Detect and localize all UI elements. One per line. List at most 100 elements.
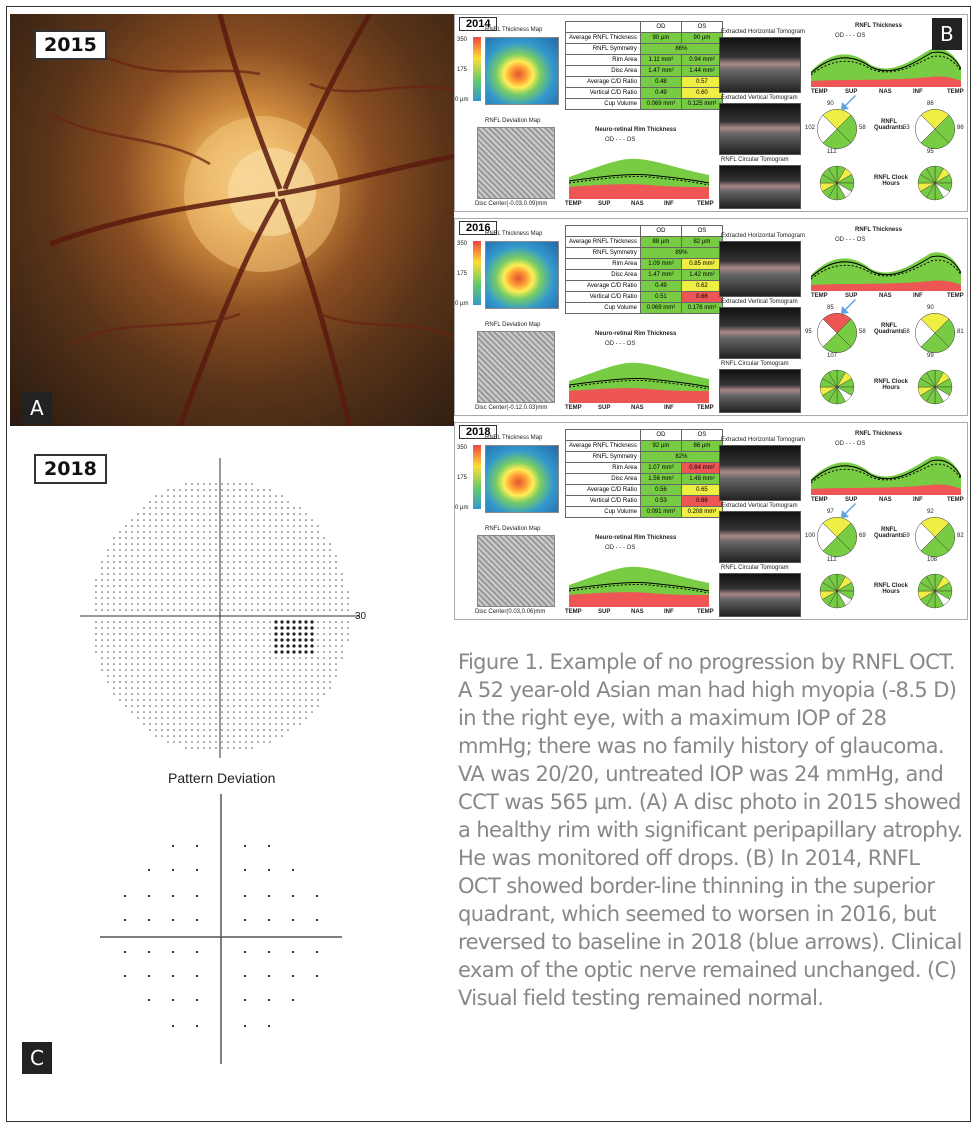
row-value-os: 0.85 mm²	[680, 258, 723, 270]
row-value-os: 0.57	[680, 76, 723, 88]
clock-hours-label: RNFL Clock Hours	[874, 175, 908, 187]
rnfl-axis-label: TEMP	[947, 497, 964, 503]
row-value-od: 1.56 mm²	[639, 473, 682, 485]
scale-mid-label: 175	[457, 67, 468, 73]
rim-axis-label: NAS	[631, 405, 644, 411]
quadrants-label: RNFL Quadrants	[873, 119, 904, 131]
quad-os-temp: 59	[903, 533, 910, 539]
retina-vessels	[49, 14, 466, 426]
row-value-os: 0.66	[680, 291, 723, 303]
rim-axis-label: NAS	[631, 201, 644, 207]
row-value-od: 0.091 mm³	[639, 506, 682, 518]
row-label: Vertical C/D Ratio	[565, 291, 641, 303]
row-value-od: 1.47 mm²	[639, 269, 682, 281]
quad-od-inf: 112	[827, 557, 837, 563]
vertical-tomogram	[719, 511, 801, 563]
row-value-os: 0.84 mm²	[680, 462, 723, 474]
row-label: Vertical C/D Ratio	[565, 87, 641, 99]
row-label: Average C/D Ratio	[565, 280, 641, 292]
row-value: 86%	[639, 43, 723, 55]
rnfl-thickness-map	[485, 37, 559, 105]
deviation-map-label: RNFL Deviation Map	[485, 118, 541, 124]
row-value-os: 1.44 mm²	[680, 65, 723, 77]
row-label: Rim Area	[565, 54, 641, 66]
row-label: Disc Area	[565, 65, 641, 77]
panel-a-disc-photo: 2015 A	[10, 14, 466, 426]
quad-od-nas: 69	[859, 533, 866, 539]
row-value-od: 0.53	[639, 495, 682, 507]
quad-os-inf: 108	[927, 557, 938, 563]
rim-chart-title: Neuro-retinal Rim Thickness	[595, 127, 677, 133]
clock-hours-os	[917, 165, 953, 201]
rim-thickness-chart	[569, 147, 709, 199]
pattern-deviation-plot	[100, 794, 342, 1064]
panel-b-letter: B	[932, 18, 962, 50]
clock-hours-os	[917, 369, 953, 405]
rim-axis-label: TEMP	[565, 405, 582, 411]
figure-frame	[6, 6, 971, 1122]
row-value-os: 0.176 mm³	[680, 302, 723, 314]
vert-tomo-label: Extracted Vertical Tomogram	[721, 299, 798, 305]
row-label: RNFL Symmetry	[565, 451, 641, 463]
horiz-tomo-label: Extracted Horizontal Tomogram	[721, 437, 805, 443]
oct-year-tag: 2018	[459, 425, 498, 439]
row-value-od: 0.48	[639, 76, 682, 88]
row-value: 82%	[639, 451, 723, 463]
quad-os-sup: 90	[927, 305, 934, 311]
row-label: RNFL Symmetry	[565, 247, 641, 259]
quadrants-os	[915, 313, 955, 353]
row-label: Average C/D Ratio	[565, 484, 641, 496]
rim-axis-label: TEMP	[565, 609, 582, 615]
row-label	[565, 429, 641, 441]
col-head-od: OD	[639, 429, 682, 441]
rim-axis-label: TEMP	[565, 201, 582, 207]
rim-axis-label: TEMP	[697, 201, 714, 207]
horiz-tomo-label: Extracted Horizontal Tomogram	[721, 29, 805, 35]
row-value-od: 1.09 mm²	[639, 258, 682, 270]
rnfl-axis-label: TEMP	[947, 89, 964, 95]
deviation-map-label: RNFL Deviation Map	[485, 526, 541, 532]
row-value-od: 0.51	[639, 291, 682, 303]
quad-od-sup: 90	[827, 101, 834, 107]
circular-tomogram	[719, 369, 801, 413]
rnfl-chart-title: RNFL Thickness	[855, 23, 902, 29]
figure-caption: Figure 1. Example of no progression by R…	[458, 650, 963, 1010]
quad-od-temp: 95	[805, 329, 812, 335]
horizontal-tomogram	[719, 241, 801, 297]
row-label: Rim Area	[565, 258, 641, 270]
oct-year-tag: 2014	[459, 17, 498, 31]
thickness-map-label: RNFL Thickness Map	[485, 27, 543, 33]
row-label: Cup Volume	[565, 98, 641, 110]
rim-chart-title: Neuro-retinal Rim Thickness	[595, 331, 677, 337]
panel-c-year-tag: 2018	[34, 454, 107, 484]
rim-axis-label: SUP	[598, 609, 611, 615]
scale-bot-label: 0 µm	[455, 97, 469, 103]
row-value: 89%	[639, 247, 723, 259]
rnfl-axis-label: NAS	[879, 293, 892, 299]
row-value-os: 0.208 mm³	[680, 506, 723, 518]
quad-od-temp: 100	[805, 533, 816, 539]
scale-bot-label: 0 µm	[455, 301, 469, 307]
rim-chart-legend: OD - - - OS	[605, 137, 636, 143]
quad-os-temp: 53	[903, 125, 910, 131]
circ-tomo-label: RNFL Circular Tomogram	[721, 157, 789, 163]
rim-axis-label: NAS	[631, 609, 644, 615]
panel-a-year-tag: 2015	[34, 30, 107, 60]
